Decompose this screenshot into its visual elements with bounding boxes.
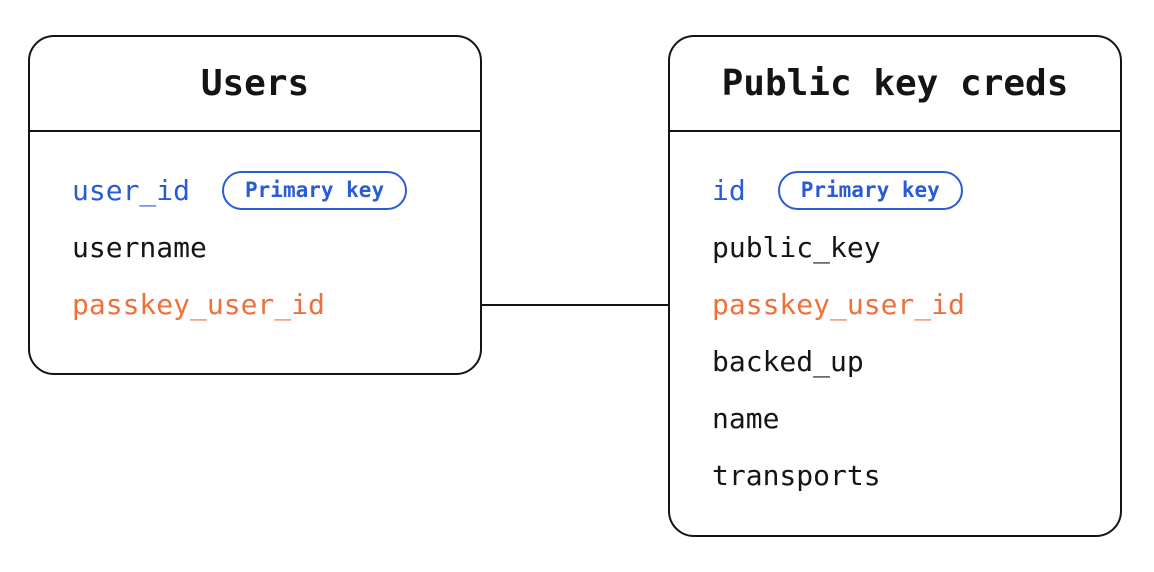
table-users: Users user_id Primary key username passkey_…	[28, 35, 482, 375]
primary-key-badge: Primary key	[777, 171, 963, 210]
table-public-key-creds-title: Public key creds	[721, 63, 1069, 104]
field-row-backed_up: backed_up	[712, 333, 1104, 390]
field-name-id: id	[712, 174, 746, 207]
table-users-header: Users	[30, 37, 480, 132]
field-row-transports: transports	[712, 447, 1104, 504]
table-public-key-creds-header: Public key creds	[670, 37, 1120, 132]
field-row-id: id Primary key	[712, 162, 1104, 219]
field-row-passkey_user_id: passkey_user_id	[72, 276, 464, 333]
field-row-public_key: public_key	[712, 219, 1104, 276]
table-users-title: Users	[200, 63, 310, 104]
field-row-user_id: user_id Primary key	[72, 162, 464, 219]
field-row-username: username	[72, 219, 464, 276]
field-name-passkey_user_id: passkey_user_id	[712, 288, 965, 321]
field-name-passkey_user_id: passkey_user_id	[72, 288, 325, 321]
relationship-line	[482, 304, 668, 306]
field-row-passkey_user_id: passkey_user_id	[712, 276, 1104, 333]
field-name-public_key: public_key	[712, 231, 881, 264]
field-name-backed_up: backed_up	[712, 345, 864, 378]
field-name-name: name	[712, 402, 780, 435]
table-users-fields: user_id Primary key username passkey_user_i…	[30, 132, 480, 333]
field-name-user_id: user_id	[72, 174, 191, 207]
field-name-transports: transports	[712, 459, 881, 492]
table-public-key-creds: Public key creds id Primary key public_key…	[668, 35, 1122, 537]
primary-key-badge: Primary key	[222, 171, 408, 210]
field-name-username: username	[72, 231, 207, 264]
field-row-name: name	[712, 390, 1104, 447]
